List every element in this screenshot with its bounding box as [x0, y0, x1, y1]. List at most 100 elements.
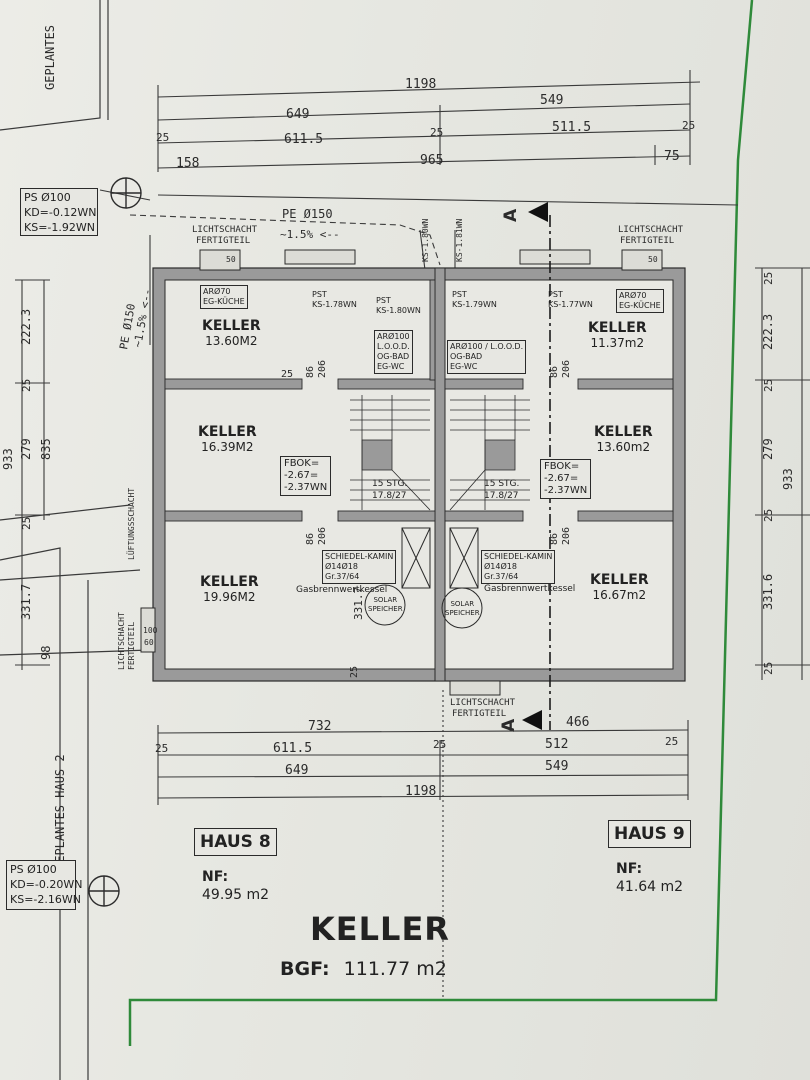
- bgf: BGF: 111.77 m2: [280, 958, 447, 980]
- win-60: 60: [144, 638, 154, 647]
- dim-bottom-611: 611.5: [273, 741, 312, 756]
- ps-top-line-2: KD=-0.12WN: [24, 206, 97, 219]
- dim-left-6: 25: [20, 517, 33, 530]
- pst-left-a-1: PST: [312, 290, 327, 299]
- solar-right-1: SOLAR: [450, 600, 475, 608]
- wall-86-a: 86: [305, 366, 316, 378]
- dim-left-2: 279: [19, 438, 33, 460]
- dim-bottom-total: 1198: [405, 784, 436, 799]
- wall-86-b: 86: [549, 366, 560, 378]
- dim-left-7: 98: [39, 646, 53, 660]
- fertigteil-b: FERTIGTEIL: [452, 709, 506, 719]
- property-boundary: [128, 0, 754, 1046]
- pst-right-a-1: PST: [452, 290, 467, 299]
- manhole-icon: [88, 177, 142, 907]
- ar100-right-1: ARØ100 / L.O.O.D.: [450, 342, 524, 351]
- lichtschacht-left-a: LICHTSCHACHT: [117, 612, 126, 670]
- wall-206-d: 206: [561, 527, 572, 545]
- solar-left-2: SPEICHER: [368, 605, 403, 613]
- fbok-right-2: -2.67=: [544, 473, 579, 484]
- chimneys: [364, 527, 483, 629]
- solar-right: SOLAR SPEICHER: [445, 600, 480, 618]
- dim-top-75: 75: [664, 149, 680, 164]
- dim-top-511: 511.5: [552, 120, 591, 135]
- room-5-area: 16.67m2: [592, 588, 647, 602]
- solar-right-2: SPEICHER: [445, 609, 480, 617]
- stairs-left-count: 15 STG.: [372, 479, 408, 489]
- pe-top-slope: ~1.5% <--: [280, 228, 340, 241]
- ks-pipe-1: KS-1.80WN: [421, 218, 430, 262]
- ps-top-line-3: KS=-1.92WN: [24, 221, 95, 234]
- dim-bottom-512: 512: [545, 737, 568, 752]
- dim-right-3: 279: [761, 438, 775, 460]
- fertigteil-tr: FERTIGTEIL: [620, 236, 674, 246]
- geplant-haus2-label: GEPLANTES HAUS 2: [53, 754, 67, 870]
- haus9-tag: HAUS 9: [608, 820, 691, 848]
- dim-left-1: 25: [20, 379, 33, 392]
- pst-right-b-2: KS-1.77WN: [548, 300, 593, 309]
- kamin-right-1: SCHIEDEL-KAMIN: [484, 552, 553, 561]
- dim-left-3: 835: [39, 438, 53, 460]
- dim-right-7: 933: [781, 468, 795, 490]
- dim-top-wall-b: 25: [430, 126, 443, 139]
- gas-left: Gasbrennwertkessel: [296, 585, 388, 595]
- ps-box-bottom: PS Ø100 KD=-0.20WN KS=-2.16WN: [6, 860, 82, 910]
- dim-right-2: 25: [762, 379, 775, 392]
- room-3-area: 11.37m2: [590, 336, 645, 350]
- ar70-right-1: ARØ70: [619, 291, 647, 300]
- room-5: KELLER 16.67m2: [590, 572, 649, 602]
- ps-box-top: PS Ø100 KD=-0.12WN KS=-1.92WN: [20, 188, 98, 236]
- haus9-nf-label: NF:: [616, 861, 643, 877]
- stairs-left-ratio: 17.8/27: [372, 491, 407, 501]
- room-2: KELLER 19.96M2: [200, 574, 259, 604]
- lichtschacht-left-b: FERTIGTEIL: [127, 622, 136, 670]
- ar100-left-4: EG-WC: [377, 362, 405, 371]
- kamin-left-3: Gr.37/64: [325, 572, 360, 581]
- ar70-right-2: EG-KÜCHE: [619, 301, 661, 310]
- ps-bottom-line-3: KS=-2.16WN: [10, 893, 81, 906]
- dim-right-1: 222.3: [761, 314, 775, 350]
- dim-top-wall-c: 25: [682, 119, 695, 132]
- fbok-right-3: -2.37WN: [544, 485, 588, 496]
- win-50-b: 50: [648, 255, 658, 264]
- ar70-left-1: ARØ70: [203, 287, 231, 296]
- room-3-name: KELLER: [588, 320, 647, 336]
- dim-right-0: 25: [762, 272, 775, 285]
- pst-right-a-2: KS-1.79WN: [452, 300, 497, 309]
- fbok-left-1: FBOK=: [284, 458, 320, 469]
- dim-bottom-649: 649: [285, 763, 308, 778]
- gas-right: Gasbrennwertkessel: [484, 584, 576, 594]
- ks-pipe-2: KS-1.81WN: [455, 218, 464, 262]
- ar70-left-2: EG-KÜCHE: [203, 297, 245, 306]
- wall-25-a: 25: [281, 369, 293, 380]
- room-4-name: KELLER: [594, 424, 653, 440]
- haus8-nf-label: NF:: [202, 869, 229, 885]
- win-50-a: 50: [226, 255, 236, 264]
- dim-top-649: 649: [286, 107, 309, 122]
- pst-left-a-2: KS-1.78WN: [312, 300, 357, 309]
- haus8-nf: NF: 49.95 m2: [202, 868, 269, 904]
- plan-title: KELLER: [310, 910, 450, 948]
- inner-walls: [164, 279, 674, 522]
- haus9-nf: NF: 41.64 m2: [616, 860, 683, 896]
- lichtschacht-tl: LICHTSCHACHT: [192, 225, 258, 235]
- geplant-top-label: GEPLANTES: [43, 25, 57, 90]
- wall-86-d: 86: [549, 533, 560, 545]
- dim-bottom-732: 732: [308, 719, 331, 734]
- fbok-left-2: -2.67=: [284, 470, 319, 481]
- sewer-pipes: [99, 189, 456, 345]
- dim-left-4: 933: [1, 448, 15, 470]
- ar100-left-1: ARØ100: [377, 332, 410, 341]
- stairs-left: 15 STG. 17.8/27: [372, 478, 407, 502]
- stairs-right-count: 15 STG.: [484, 479, 520, 489]
- room-0-name: KELLER: [202, 318, 261, 334]
- dim-top-965: 965: [420, 153, 443, 168]
- room-2-area: 19.96M2: [203, 590, 256, 604]
- dim-left-0: 222.3: [19, 309, 33, 345]
- staircases: [350, 395, 530, 511]
- kamin-right: SCHIEDEL-KAMIN Ø14Ø18 Gr.37/64: [481, 550, 556, 584]
- dim-left-5: 331.7: [19, 584, 33, 620]
- room-1-name: KELLER: [198, 424, 257, 440]
- stairs-right: 15 STG. 17.8/27: [484, 478, 519, 502]
- bgf-label: BGF:: [280, 958, 330, 980]
